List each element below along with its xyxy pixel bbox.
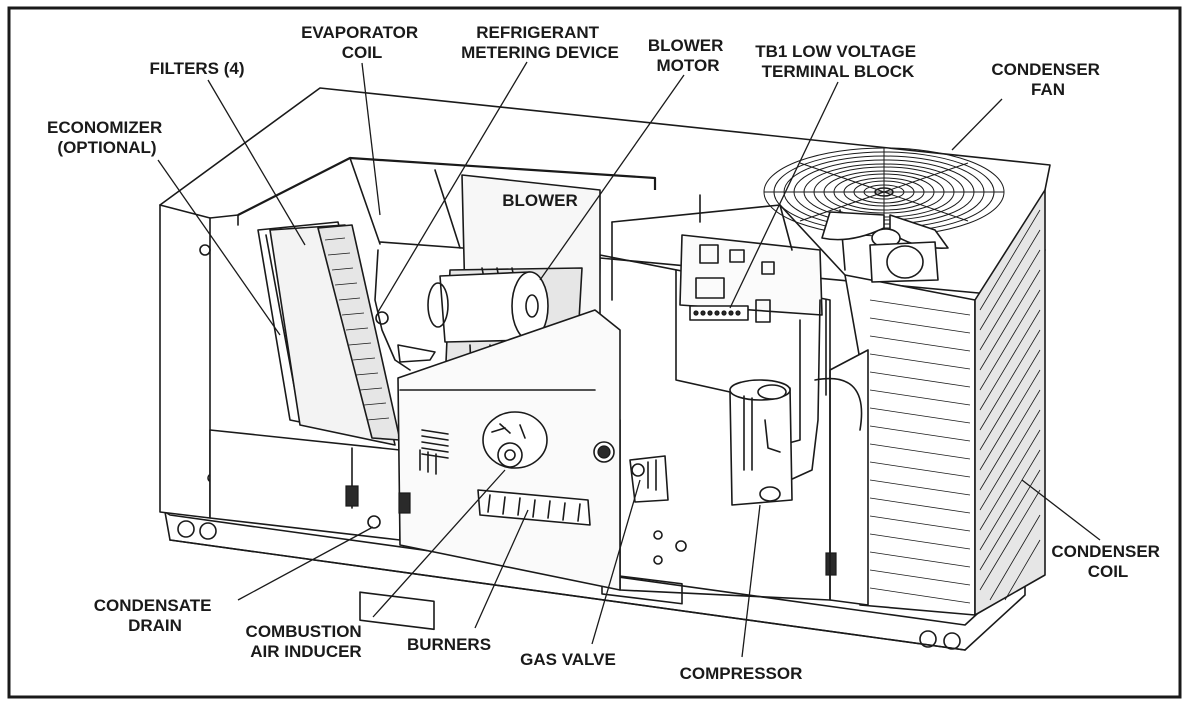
label-condensate-drain: CONDENSATE DRAIN [94, 596, 216, 635]
refrigerant-piping [675, 269, 863, 481]
label-tb1-terminal-block: TB1 LOW VOLTAGE TERMINAL BLOCK [755, 42, 921, 81]
label-combustion-air-inducer: COMBUSTION AIR INDUCER [246, 622, 367, 661]
blower-motor [427, 271, 549, 343]
evaporator-coil [317, 157, 461, 441]
fan-motor [869, 241, 939, 283]
condenser-coil-fins [869, 209, 1041, 604]
leader-lines [157, 61, 1101, 658]
control-panel [679, 234, 823, 323]
label-blower: BLOWER [502, 191, 578, 210]
vent-louvers [421, 429, 449, 459]
gas-valve [629, 455, 687, 565]
unit-cabinet [159, 87, 1051, 651]
labels: ECONOMIZER (OPTIONAL) FILTERS (4) EVAPOR… [47, 23, 1164, 683]
burners [477, 489, 591, 526]
label-evaporator-coil: EVAPORATOR COIL [301, 23, 423, 62]
label-burners: BURNERS [407, 635, 491, 654]
label-blower-motor: BLOWER MOTOR [648, 36, 728, 75]
label-gas-valve: GAS VALVE [520, 650, 616, 669]
refrigerant-metering-device [374, 249, 436, 371]
label-compressor: COMPRESSOR [680, 664, 803, 683]
sight-glass [593, 441, 615, 463]
label-condenser-fan: CONDENSER FAN [991, 60, 1104, 99]
condensate-drain [345, 485, 411, 529]
combustion-air-inducer [482, 411, 548, 469]
tb1-terminal-block [689, 305, 749, 321]
service-connector [825, 552, 837, 576]
label-filters: FILTERS (4) [149, 59, 244, 78]
label-refrigerant-metering-device: REFRIGERANT METERING DEVICE [461, 23, 619, 62]
label-economizer: ECONOMIZER (OPTIONAL) [47, 118, 167, 157]
condenser-fan [611, 147, 1005, 283]
compressor [729, 379, 793, 506]
figure-border [7, 6, 1182, 699]
label-condenser-coil: CONDENSER COIL [1051, 542, 1164, 581]
